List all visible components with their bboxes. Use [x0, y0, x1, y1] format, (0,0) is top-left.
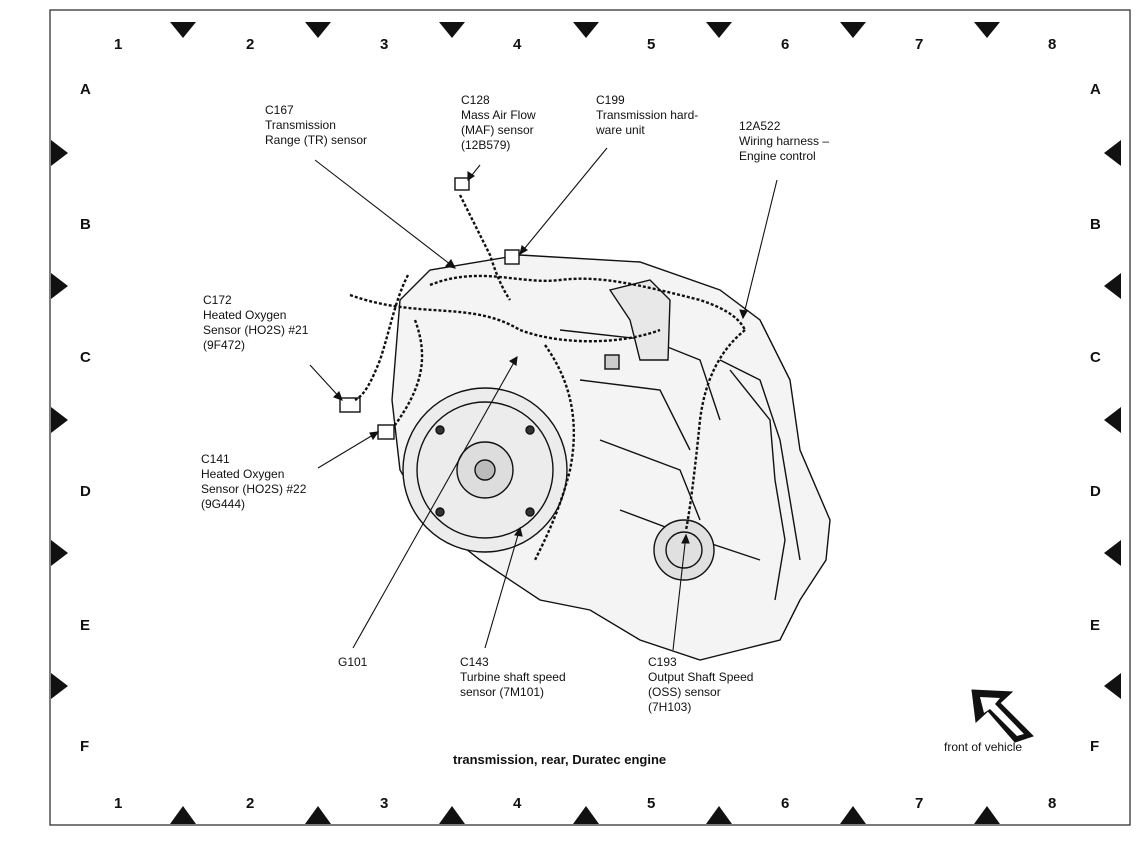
col-label-bottom-6: 6 [781, 795, 790, 812]
callout-g101: G101 [338, 655, 367, 670]
callout-c199-line1: Transmission hard- [596, 108, 699, 122]
row-label-left-A: A [80, 81, 91, 98]
callout-c172: C172 Heated Oxygen Sensor (HO2S) #21 (9F… [203, 293, 308, 353]
callout-c143-line2: sensor (7M101) [460, 685, 545, 699]
callout-c199-id: C199 [596, 93, 625, 107]
callout-c167-line1: Transmission [265, 118, 336, 132]
col-label-top-6: 6 [781, 36, 790, 53]
left-markers [51, 140, 68, 699]
col-label-top-3: 3 [380, 36, 389, 53]
col-label-bottom-1: 1 [114, 795, 123, 812]
diagram-caption: transmission, rear, Duratec engine [453, 752, 667, 767]
transmission-illustration [339, 177, 831, 661]
col-label-top-5: 5 [647, 36, 656, 53]
callout-c199: C199 Transmission hard- ware unit [596, 93, 698, 138]
callout-c143-line1: Turbine shaft speed [460, 670, 566, 684]
callout-c128: C128 Mass Air Flow (MAF) sensor (12B579) [461, 93, 536, 153]
col-label-bottom-7: 7 [915, 795, 924, 812]
col-label-bottom-3: 3 [380, 795, 389, 812]
diagram-border [49, 9, 1131, 826]
wiring-harness [349, 194, 747, 561]
row-label-right-B: B [1090, 216, 1101, 233]
callout-c141: C141 Heated Oxygen Sensor (HO2S) #22 (9G… [201, 452, 306, 512]
callout-c141-line3: (9G444) [201, 497, 246, 511]
callout-c141-id: C141 [201, 452, 230, 466]
row-label-right-C: C [1090, 349, 1101, 366]
row-label-left-E: E [80, 617, 91, 634]
callout-c128-line1: Mass Air Flow [461, 108, 536, 122]
callout-c141-line1: Heated Oxygen [201, 467, 285, 481]
callout-12a522-line2: Engine control [739, 149, 816, 163]
row-label-left-D: D [80, 483, 91, 500]
col-label-bottom-4: 4 [513, 795, 522, 812]
callout-c167-id: C167 [265, 103, 294, 117]
callout-c199-line2: ware unit [596, 123, 645, 137]
bottom-markers [170, 806, 1000, 824]
row-label-right-D: D [1090, 483, 1101, 500]
callout-c193-line2: (OSS) sensor [648, 685, 721, 699]
callout-c167-line2: Range (TR) sensor [265, 133, 368, 147]
col-label-top-8: 8 [1048, 36, 1057, 53]
col-label-top-1: 1 [114, 36, 123, 53]
col-label-bottom-8: 8 [1048, 795, 1057, 812]
callout-c128-line3: (12B579) [461, 138, 511, 152]
col-label-bottom-2: 2 [246, 795, 255, 812]
callout-c172-line3: (9F472) [203, 338, 246, 352]
col-label-bottom-5: 5 [647, 795, 656, 812]
front-of-vehicle-label: front of vehicle [944, 740, 1023, 754]
callout-c128-line2: (MAF) sensor [461, 123, 534, 137]
callout-c172-line1: Heated Oxygen [203, 308, 287, 322]
row-label-right-E: E [1090, 617, 1101, 634]
row-label-right-A: A [1090, 81, 1101, 98]
callout-g101-id: G101 [338, 655, 368, 669]
leader-lines [309, 147, 778, 651]
col-label-top-7: 7 [915, 36, 924, 53]
row-label-left-B: B [80, 216, 91, 233]
callout-c172-id: C172 [203, 293, 232, 307]
callout-c172-line2: Sensor (HO2S) #21 [203, 323, 309, 337]
callout-12a522: 12A522 Wiring harness – Engine control [739, 119, 829, 164]
row-label-right-F: F [1090, 738, 1100, 755]
callout-c128-id: C128 [461, 93, 490, 107]
callout-12a522-id: 12A522 [739, 119, 781, 133]
callout-c167: C167 Transmission Range (TR) sensor [265, 103, 367, 148]
col-label-top-2: 2 [246, 36, 255, 53]
front-of-vehicle-arrow-icon [971, 689, 1034, 743]
callout-c193-id: C193 [648, 655, 677, 669]
callout-c193-line3: (7H103) [648, 700, 692, 714]
callout-c193-line1: Output Shaft Speed [648, 670, 754, 684]
callout-c143: C143 Turbine shaft speed sensor (7M101) [460, 655, 566, 700]
callout-c193: C193 Output Shaft Speed (OSS) sensor (7H… [648, 655, 753, 715]
col-label-top-4: 4 [513, 36, 522, 53]
callout-c143-id: C143 [460, 655, 489, 669]
top-markers [170, 22, 1000, 38]
row-label-left-C: C [80, 349, 91, 366]
right-markers [1104, 140, 1121, 699]
callout-12a522-line1: Wiring harness – [739, 134, 830, 148]
callout-c141-line2: Sensor (HO2S) #22 [201, 482, 307, 496]
row-label-left-F: F [80, 738, 90, 755]
